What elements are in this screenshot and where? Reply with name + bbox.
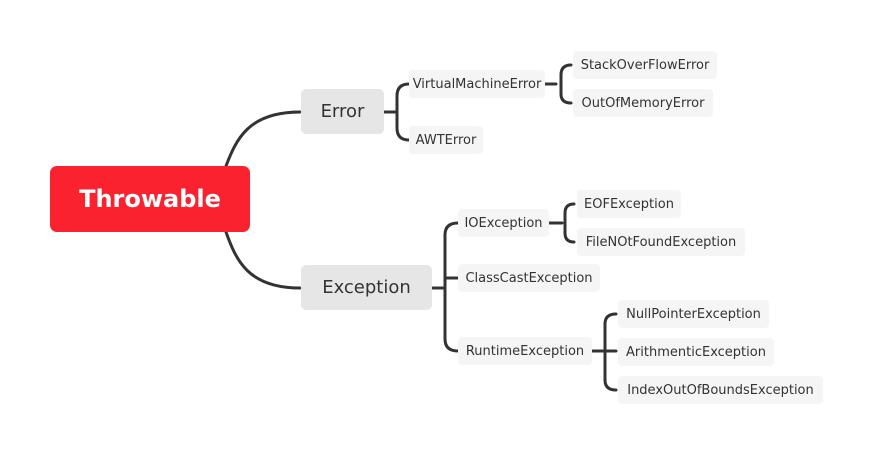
node-class-cast-exception[interactable]: ClassCastException [458, 264, 600, 292]
node-stack-overflow-error[interactable]: StackOverFlowError [573, 51, 717, 79]
node-file-not-found-exception[interactable]: FileNOtFoundException [577, 228, 745, 256]
connector-io-bracket [547, 202, 576, 244]
node-out-of-memory-error[interactable]: OutOfMemoryError [573, 89, 713, 117]
node-arithmetic-exception[interactable]: ArithmenticException [618, 338, 774, 366]
node-io-exception[interactable]: IOException [458, 209, 549, 237]
node-index-out-of-bounds-exception[interactable]: IndexOutOfBoundsException [618, 376, 823, 404]
node-throwable[interactable]: Throwable [50, 166, 250, 232]
node-null-pointer-exception[interactable]: NullPointerException [618, 300, 769, 328]
node-awt-error[interactable]: AWTError [409, 126, 483, 154]
node-error[interactable]: Error [301, 89, 384, 134]
node-runtime-exception[interactable]: RuntimeException [458, 337, 592, 365]
connector-throwable-exception [224, 230, 302, 290]
node-exception[interactable]: Exception [301, 265, 432, 310]
node-virtual-machine-error[interactable]: VirtualMachineError [409, 70, 545, 98]
connector-runtime-bracket [590, 312, 618, 392]
node-eof-exception[interactable]: EOFException [577, 190, 681, 218]
connector-vme-bracket [543, 63, 573, 105]
connector-exception-bracket [430, 221, 460, 353]
connector-error-bracket [382, 82, 411, 142]
connector-throwable-error [224, 110, 302, 168]
